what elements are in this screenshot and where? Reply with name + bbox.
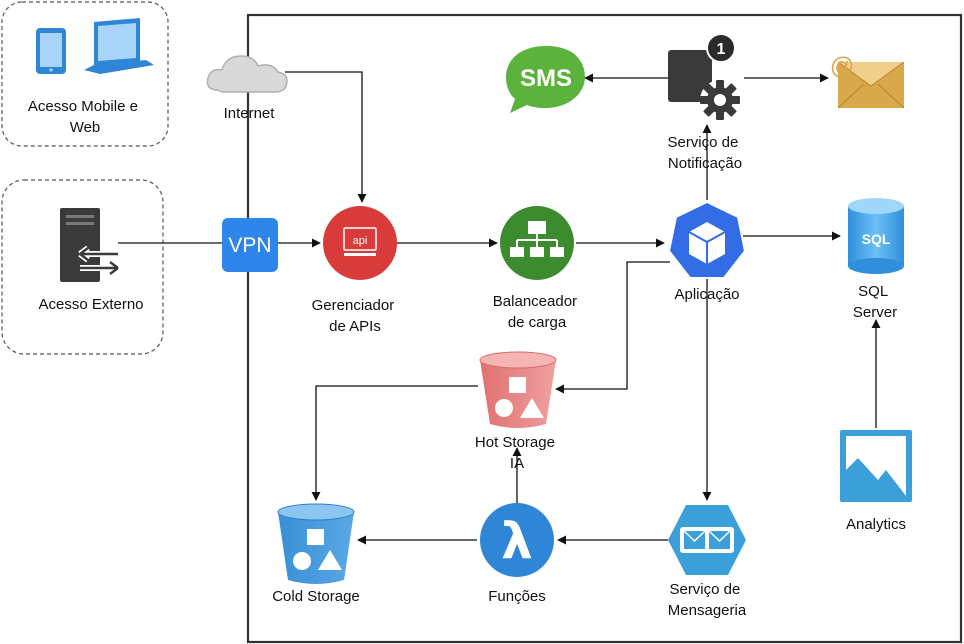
bucket-icon bbox=[277, 503, 355, 584]
messaging-label: Serviço de Mensageria bbox=[668, 581, 747, 619]
vpn-icon-text: VPN bbox=[228, 234, 271, 257]
email-node: @ bbox=[830, 53, 905, 109]
analytics-node: Analytics bbox=[840, 430, 912, 533]
mobile-web-node: Acesso Mobile e Web bbox=[28, 18, 154, 136]
external-group bbox=[1, 179, 164, 355]
messaging-node: Serviço de Mensageria bbox=[668, 505, 747, 619]
notification-badge: 1 bbox=[706, 33, 736, 63]
internet-node: Internet bbox=[206, 55, 288, 122]
external-node: Acesso Externo bbox=[38, 208, 144, 313]
svg-text:1: 1 bbox=[717, 41, 726, 58]
cold-storage-label: Cold Storage bbox=[272, 588, 360, 605]
application-label: Aplicação bbox=[674, 286, 739, 303]
gear-icon bbox=[700, 80, 740, 120]
sms-bubble-icon bbox=[506, 46, 585, 113]
laptop-icon bbox=[84, 18, 154, 74]
application-node: Aplicação bbox=[667, 200, 747, 303]
sql-server-node: SQL SQL Server bbox=[848, 198, 904, 321]
vpn-icon bbox=[222, 218, 278, 272]
edge-app-hot bbox=[555, 261, 670, 394]
cloud-icon bbox=[206, 55, 288, 93]
at-sign-icon: @ bbox=[830, 53, 854, 80]
vpn-node: VPN bbox=[222, 218, 278, 272]
load-balancer-label: Balanceador de carga bbox=[493, 293, 581, 331]
sql-icon-text: SQL bbox=[862, 231, 891, 247]
sql-server-label: SQL Server bbox=[853, 283, 897, 321]
server-icon bbox=[60, 208, 120, 282]
api-icon-text: api bbox=[353, 235, 368, 247]
system-boundary bbox=[246, 13, 963, 644]
functions-node: λ Funções bbox=[480, 503, 554, 605]
external-label: Acesso Externo bbox=[38, 296, 143, 313]
lambda-icon-text: λ bbox=[501, 512, 533, 570]
edge-internet-api bbox=[285, 71, 367, 203]
notification-node: 1 Serviço de Notificação bbox=[667, 33, 742, 172]
mobile-web-label: Acesso Mobile e Web bbox=[28, 98, 142, 136]
mobile-web-group bbox=[1, 1, 169, 147]
sms-icon-text: SMS bbox=[520, 65, 572, 92]
analytics-label: Analytics bbox=[846, 516, 906, 533]
sms-node: SMS bbox=[506, 46, 585, 113]
tablet-icon bbox=[36, 28, 66, 74]
database-icon bbox=[848, 198, 904, 274]
hot-storage-node: Hot Storage IA bbox=[475, 351, 559, 472]
api-manager-label: Gerenciador de APIs bbox=[312, 297, 399, 335]
bucket-icon bbox=[479, 351, 557, 428]
lambda-icon bbox=[480, 503, 554, 577]
edge-hot-cold bbox=[311, 385, 478, 501]
envelope-icon bbox=[837, 61, 905, 109]
hot-storage-label: Hot Storage IA bbox=[475, 434, 559, 472]
api-icon bbox=[323, 206, 397, 280]
api-manager-node: api Gerenciador de APIs bbox=[312, 206, 399, 335]
functions-label: Funções bbox=[488, 588, 546, 605]
edges bbox=[118, 71, 881, 545]
notification-box-icon bbox=[668, 50, 712, 102]
load-balancer-node: Balanceador de carga bbox=[493, 206, 581, 331]
internet-label: Internet bbox=[224, 105, 276, 122]
notification-label: Serviço de Notificação bbox=[667, 134, 742, 172]
cold-storage-node: Cold Storage bbox=[272, 503, 360, 605]
